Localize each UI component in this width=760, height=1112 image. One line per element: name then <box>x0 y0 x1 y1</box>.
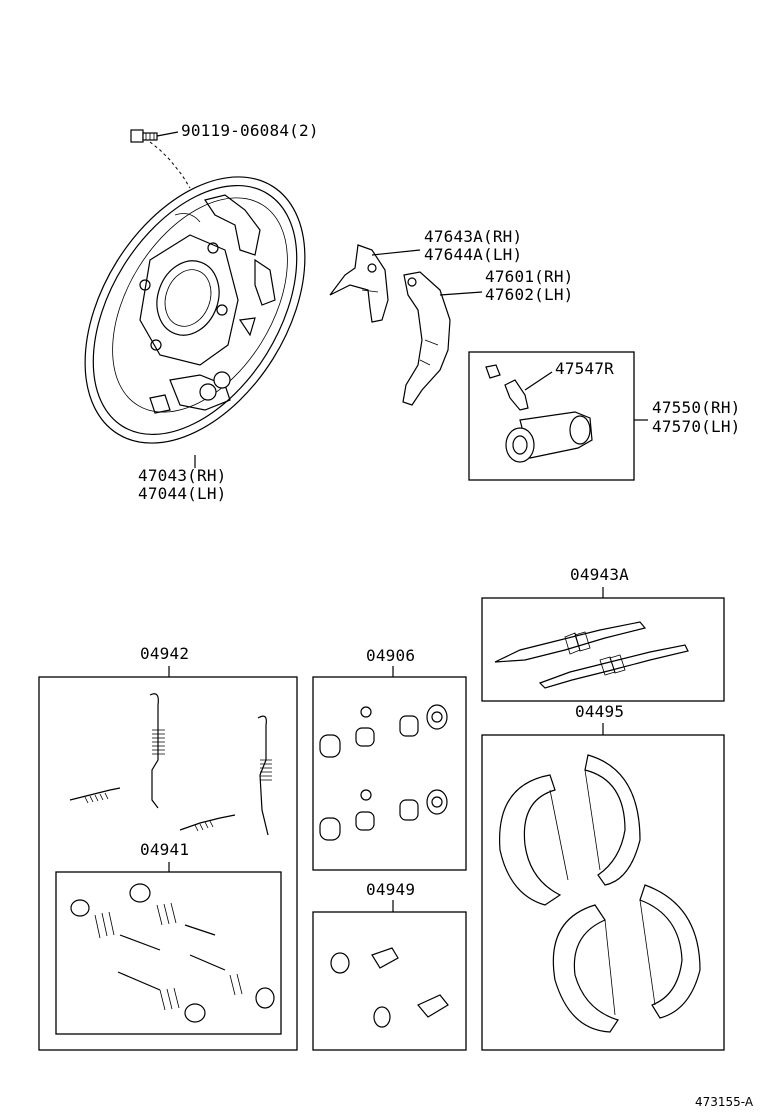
cylinder-lh-label: 47570(LH) <box>652 417 741 436</box>
adjuster-kit-label: 04943A <box>570 565 629 584</box>
wheel-cylinder-part <box>468 351 648 481</box>
bleeder-label: 47547R <box>555 359 614 378</box>
backing-plate-rh-label: 47043(RH) <box>138 466 227 485</box>
shoe-set-part <box>481 723 725 1051</box>
boot-kit-label: 04949 <box>366 880 416 899</box>
hold-down-kit-part <box>55 862 282 1035</box>
backing-plate-part <box>84 176 306 468</box>
backing-plate-lh-label: 47044(LH) <box>138 484 227 503</box>
bolt-part <box>130 129 191 189</box>
cylinder-rh-label: 47550(RH) <box>652 398 741 417</box>
lever-part <box>329 244 421 323</box>
strut-rh-label: 47601(RH) <box>485 267 574 286</box>
boot-kit-part <box>312 900 467 1051</box>
figure-reference: 473155-A <box>695 1095 754 1109</box>
lever-lh-label: 47644A(LH) <box>424 245 523 264</box>
hold-down-kit-label: 04941 <box>140 840 190 859</box>
bolt-label: 90119-06084(2) <box>181 121 319 140</box>
strut-lh-label: 47602(LH) <box>485 285 574 304</box>
cup-kit-part <box>312 666 467 871</box>
strut-part <box>402 271 483 406</box>
spring-kit-label: 04942 <box>140 644 190 663</box>
spring-kit-part <box>38 666 298 1051</box>
lever-rh-label: 47643A(RH) <box>424 227 523 246</box>
adjuster-kit-part <box>481 587 725 702</box>
shoe-set-label: 04495 <box>575 702 625 721</box>
cup-kit-label: 04906 <box>366 646 416 665</box>
